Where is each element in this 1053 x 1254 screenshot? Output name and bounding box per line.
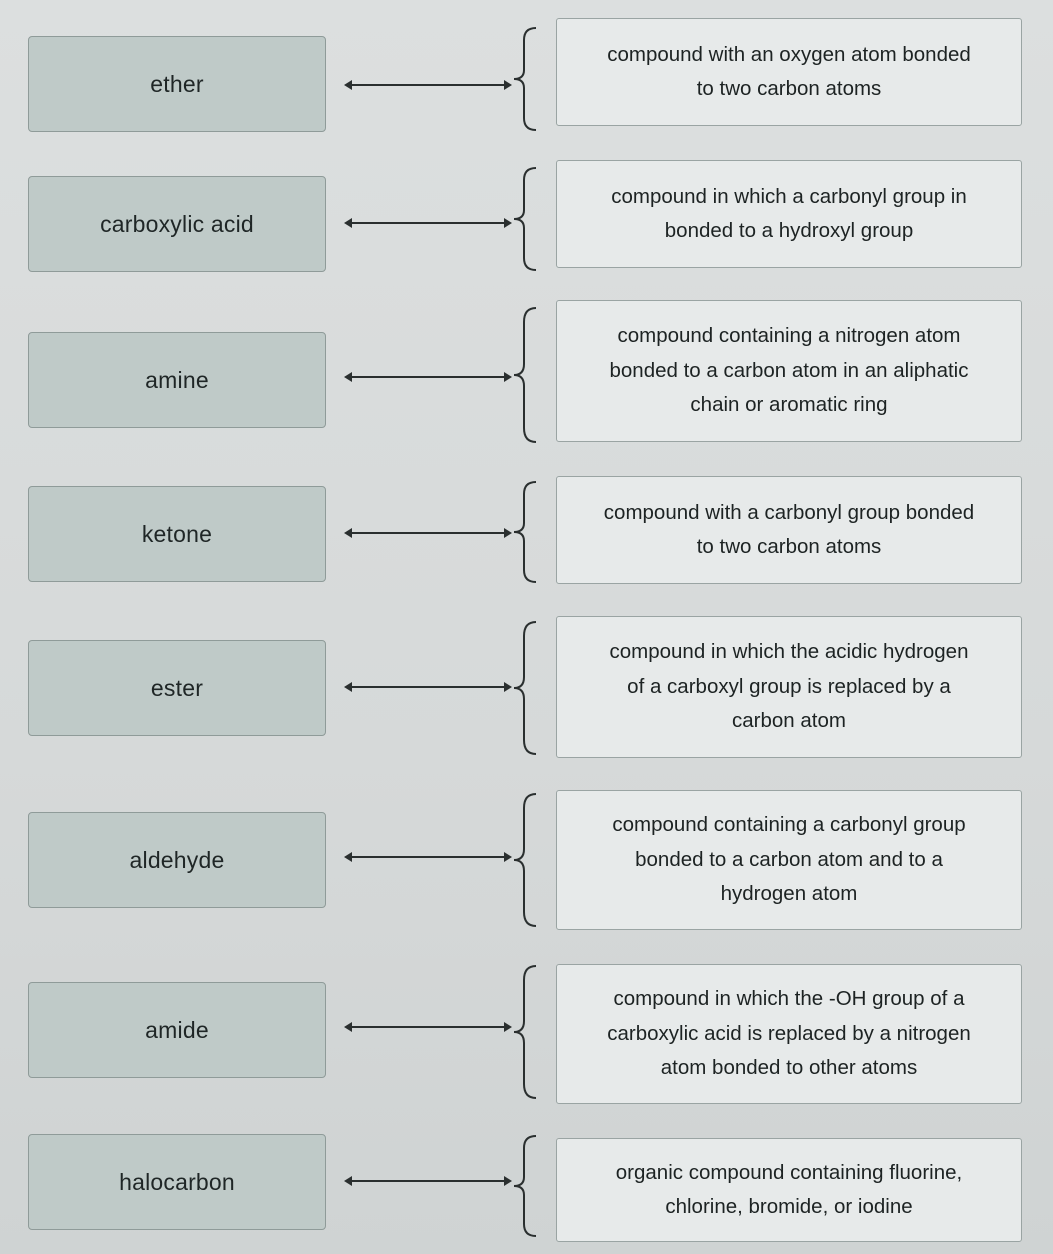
term-label: ketone <box>141 520 213 547</box>
match-line-4 <box>344 528 512 538</box>
definition-line: compound with an oxygen atom bonded <box>607 42 971 66</box>
drop-slot-7[interactable] <box>512 964 538 1100</box>
definition-line: atom bonded to other atoms <box>660 1056 918 1080</box>
term-label: aldehyde <box>129 846 225 873</box>
term-card-amide[interactable]: amide <box>28 982 326 1078</box>
drop-slot-2[interactable] <box>512 166 538 272</box>
definition-line: compound in which the acidic hydrogen <box>609 640 969 664</box>
term-card-carboxylic-acid[interactable]: carboxylic acid <box>28 176 326 272</box>
definition-line: carboxylic acid is replaced by a nitroge… <box>607 1021 971 1045</box>
match-line-8 <box>344 1176 512 1186</box>
definition-line: compound with a carbonyl group bonded <box>603 500 975 524</box>
term-card-ketone[interactable]: ketone <box>28 486 326 582</box>
term-label: ether <box>150 70 204 97</box>
definition-line: to two carbon atoms <box>696 77 882 100</box>
match-line-2 <box>344 218 512 228</box>
term-label: amide <box>145 1016 209 1043</box>
drop-slot-5[interactable] <box>512 620 538 756</box>
match-line-5 <box>344 682 512 692</box>
drop-slot-4[interactable] <box>512 480 538 584</box>
drop-slot-3[interactable] <box>512 306 538 444</box>
term-card-ether[interactable]: ether <box>28 36 326 132</box>
definition-line: of a carboxyl group is replaced by a <box>627 674 951 698</box>
definition-box-4: compound with a carbonyl group bonded to … <box>556 476 1022 584</box>
term-card-ester[interactable]: ester <box>28 640 326 736</box>
definition-line: compound in which a carbonyl group in <box>611 184 967 208</box>
definition-line: compound in which the -OH group of a <box>613 987 965 1011</box>
term-label: ester <box>150 674 204 701</box>
definition-line: bonded to a carbon atom in an aliphatic <box>609 358 969 382</box>
definition-box-3: compound containing a nitrogen atom bonde… <box>556 300 1022 442</box>
definition-box-2: compound in which a carbonyl group in bon… <box>556 160 1022 268</box>
definition-line: compound containing a nitrogen atom <box>617 324 961 348</box>
term-label: amine <box>145 366 209 393</box>
definition-line: chlorine, bromide, or iodine <box>665 1195 913 1218</box>
definition-line: hydrogen atom <box>720 882 858 906</box>
definition-box-1: compound with an oxygen atom bonded to tw… <box>556 18 1022 126</box>
definition-box-7: compound in which the -OH group of a carb… <box>556 964 1022 1104</box>
match-line-7 <box>344 1022 512 1032</box>
term-label: carboxylic acid <box>100 210 254 237</box>
match-line-1 <box>344 80 512 90</box>
definition-line: chain or aromatic ring <box>690 393 888 417</box>
definition-box-6: compound containing a carbonyl group bond… <box>556 790 1022 930</box>
definition-box-8: organic compound containing fluorine, chl… <box>556 1138 1022 1242</box>
term-card-halocarbon[interactable]: halocarbon <box>28 1134 326 1230</box>
definition-line: compound containing a carbonyl group <box>612 813 966 837</box>
definition-line: bonded to a hydroxyl group <box>664 219 914 242</box>
term-card-aldehyde[interactable]: aldehyde <box>28 812 326 908</box>
match-line-6 <box>344 852 512 862</box>
definition-line: organic compound containing fluorine, <box>615 1160 963 1184</box>
definition-line: bonded to a carbon atom and to a <box>635 847 943 871</box>
match-line-3 <box>344 372 512 382</box>
definition-line: to two carbon atoms <box>696 535 882 558</box>
term-card-amine[interactable]: amine <box>28 332 326 428</box>
drop-slot-1[interactable] <box>512 26 538 132</box>
term-label: halocarbon <box>119 1168 235 1195</box>
definition-box-5: compound in which the acidic hydrogen of … <box>556 616 1022 758</box>
definition-line: carbon atom <box>732 709 846 733</box>
drop-slot-6[interactable] <box>512 792 538 928</box>
drop-slot-8[interactable] <box>512 1134 538 1238</box>
